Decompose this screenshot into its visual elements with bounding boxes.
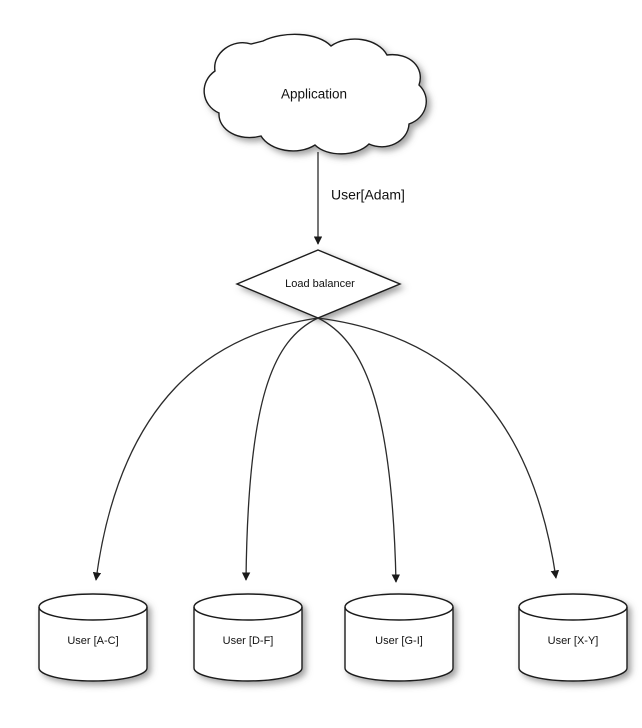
load-balancer-label: Load balancer [285,278,355,290]
edge-app-to-balancer: User[Adam] [313,152,405,245]
cylinder-top-2 [344,606,454,621]
edge-app-to-balancer-label: User[Adam] [331,187,405,203]
application-label: Application [281,87,347,102]
cylinder-body-0 [38,593,148,682]
edges-balancer-to-databases [92,317,560,583]
node-load-balancer[interactable]: Load balancer [235,249,402,319]
database-label-1: User [D-F] [223,635,274,647]
cylinder-top-1 [193,606,303,621]
node-database-2[interactable]: User [G-I] [344,593,454,682]
node-application[interactable]: Application [203,33,427,155]
database-label-0: User [A-C] [67,635,118,647]
cloud-shape [203,33,427,155]
node-database-3[interactable]: User [X-Y] [518,593,628,682]
cylinder-body-2 [344,593,454,682]
cylinder-body-1 [193,593,303,682]
edge-to-db-0 [92,317,319,581]
cylinder-top-3 [518,606,628,621]
edge-to-db-1 [241,317,319,581]
database-label-3: User [X-Y] [548,635,599,647]
edge-to-db-3 [317,317,560,579]
cylinder-body-3 [518,593,628,682]
database-label-2: User [G-I] [375,635,423,647]
cylinder-top-0 [38,606,148,621]
node-database-0[interactable]: User [A-C] [38,593,148,682]
edge-to-db-2 [317,317,401,583]
node-database-1[interactable]: User [D-F] [193,593,303,682]
